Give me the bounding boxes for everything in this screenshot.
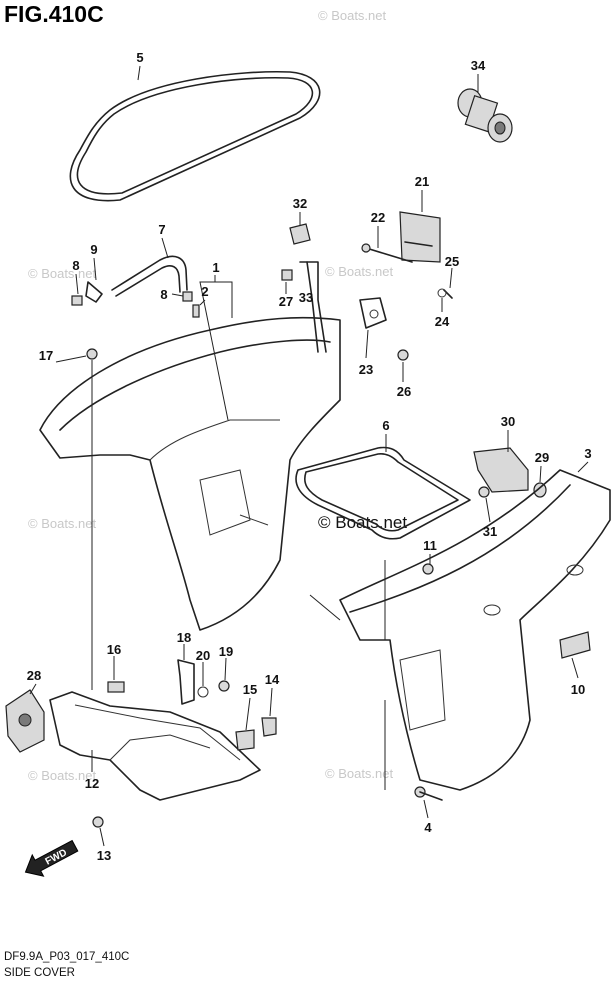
callout-27: 27: [279, 294, 293, 309]
part-26-bolt: [397, 349, 409, 361]
callout-28: 28: [27, 668, 41, 683]
part-8-clip: [182, 291, 193, 302]
part-30-bracket: [473, 447, 529, 493]
callout-18: 18: [177, 630, 191, 645]
callout-15: 15: [243, 682, 257, 697]
part-21-hinge: [399, 211, 441, 263]
callout-10: 10: [571, 682, 585, 697]
callout-32: 32: [293, 196, 307, 211]
part-29-cap: [533, 482, 547, 498]
callout-11: 11: [423, 538, 437, 553]
part-33-bracket: [299, 261, 327, 353]
callout-29: 29: [535, 450, 549, 465]
figure-title: FIG.410C: [4, 1, 104, 27]
part-15-grommet: [235, 729, 255, 751]
part-23-bracket: [359, 297, 387, 329]
watermark: © Boats.net: [325, 766, 394, 781]
callout-2: 2: [201, 284, 208, 299]
part-32-block: [289, 223, 311, 245]
part-1-side-cover-left: [39, 316, 341, 631]
leader-lines: [29, 65, 589, 847]
callout-21: 21: [415, 174, 429, 189]
part-5-seal-ring: [69, 70, 321, 202]
callout-22: 22: [371, 210, 385, 225]
part-17-bolt: [86, 348, 98, 430]
callout-12: 12: [85, 776, 99, 791]
callout-26: 26: [397, 384, 411, 399]
callout-5: 5: [136, 50, 143, 65]
part-18-bracket: [177, 659, 195, 705]
callout-4: 4: [424, 820, 432, 835]
part-6-gasket: [295, 446, 471, 540]
part-19-screw: [218, 680, 230, 692]
callout-17: 17: [39, 348, 53, 363]
callout-20: 20: [196, 648, 210, 663]
watermark: © Boats.net: [325, 264, 394, 279]
part-20-washer: [197, 686, 209, 698]
figure-caption: SIDE COVER: [4, 967, 75, 979]
part-11-screw: [422, 563, 434, 575]
part-8-clip: [71, 295, 83, 306]
watermark: © Boats.net: [28, 266, 97, 281]
callout-1: 1: [212, 260, 219, 275]
part-7-hose: [111, 255, 188, 297]
part-14-grommet: [261, 717, 277, 737]
callout-3: 3: [584, 446, 591, 461]
callout-8b: 8: [160, 287, 167, 302]
part-4-bolt: [414, 786, 443, 801]
part-13-bolt: [92, 816, 104, 828]
part-12-lower-bracket: [49, 691, 261, 801]
callout-30: 30: [501, 414, 515, 429]
callout-23: 23: [359, 362, 373, 377]
callout-13: 13: [97, 848, 111, 863]
callout-6: 6: [382, 418, 389, 433]
callout-31: 31: [483, 524, 497, 539]
watermark-center: © Boats.net: [318, 513, 407, 532]
callout-19: 19: [219, 644, 233, 659]
part-10-pad: [559, 631, 591, 659]
part-3-side-cover-right: [339, 469, 611, 791]
part-16-clip: [107, 681, 125, 693]
part-2-fitting: [192, 304, 200, 318]
fwd-label: FWD: [44, 847, 69, 867]
watermark: © Boats.net: [28, 516, 97, 531]
callout-34: 34: [471, 58, 486, 73]
figure-code: DF9.9A_P03_017_410C: [4, 951, 129, 963]
part-34-grommet: [457, 88, 513, 143]
fwd-arrow-icon: FWD: [24, 839, 79, 877]
part-27-nut: [281, 269, 293, 281]
part-25-pin: [437, 288, 453, 299]
callout-9: 9: [90, 242, 97, 257]
callout-14: 14: [265, 672, 280, 687]
callout-16: 16: [107, 642, 121, 657]
callout-25: 25: [445, 254, 459, 269]
part-28-mount: [5, 689, 45, 753]
callout-33: 33: [299, 290, 313, 305]
part-31-screw: [478, 486, 490, 498]
callouts: 1 2 3 4 5 6 7 8 8 9 10 11 12 13 14 15 16…: [27, 50, 592, 863]
part-9-bracket: [85, 281, 103, 303]
watermark: © Boats.net: [28, 768, 97, 783]
callout-24: 24: [435, 314, 450, 329]
callout-8: 8: [72, 258, 79, 273]
part-22-bolt: [361, 243, 413, 263]
watermark: © Boats.net: [318, 8, 387, 23]
callout-7: 7: [158, 222, 165, 237]
